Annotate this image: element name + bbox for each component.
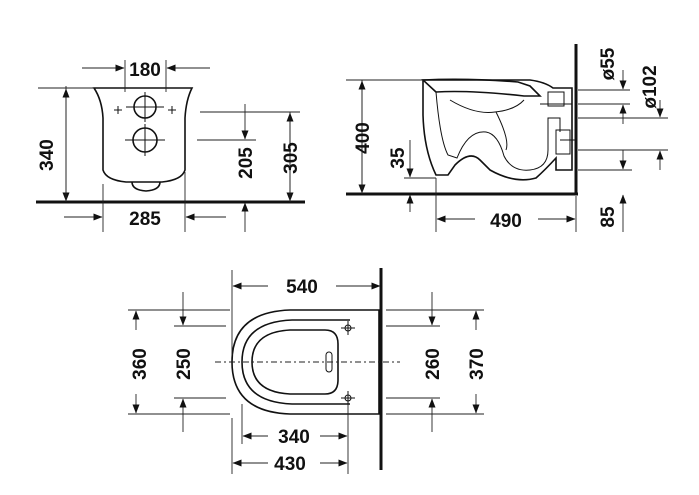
side-toilet-outline [422,79,573,181]
side-outlet-height-label: 35 [388,147,409,169]
side-view: 400 35 490 ø55 ø102 85 [346,44,668,232]
top-outer-length-label: 430 [274,454,306,475]
side-inlet-diameter-label: ø102 [640,65,661,108]
front-top-height-label: 305 [281,142,302,174]
top-inner-length-label: 340 [278,427,310,448]
top-fixing-width-label: 370 [467,348,488,380]
front-top-width-label: 180 [129,60,161,81]
front-inlet-height-label: 205 [236,147,257,179]
side-length-label: 490 [490,211,522,232]
side-wall-offset-label: 85 [598,206,619,228]
side-height-label: 400 [353,122,374,154]
front-toilet-outline [92,87,194,183]
top-seat-width-label: 260 [423,348,444,380]
side-outlet-diameter-label: ø55 [598,47,619,80]
front-total-width-label: 285 [129,209,161,230]
side-trap-curve [435,91,561,171]
top-outer-width-label: 360 [130,348,151,380]
front-view: 180 285 340 205 305 [36,60,305,232]
front-height-label: 340 [37,139,58,171]
top-inner-width-label: 250 [174,348,195,380]
top-view: 540 360 250 260 370 340 [128,268,488,475]
front-bottom-lip [131,181,161,192]
top-bowl-opening [251,329,339,395]
top-seat-ring [241,319,350,405]
top-length-label: 540 [286,277,318,298]
